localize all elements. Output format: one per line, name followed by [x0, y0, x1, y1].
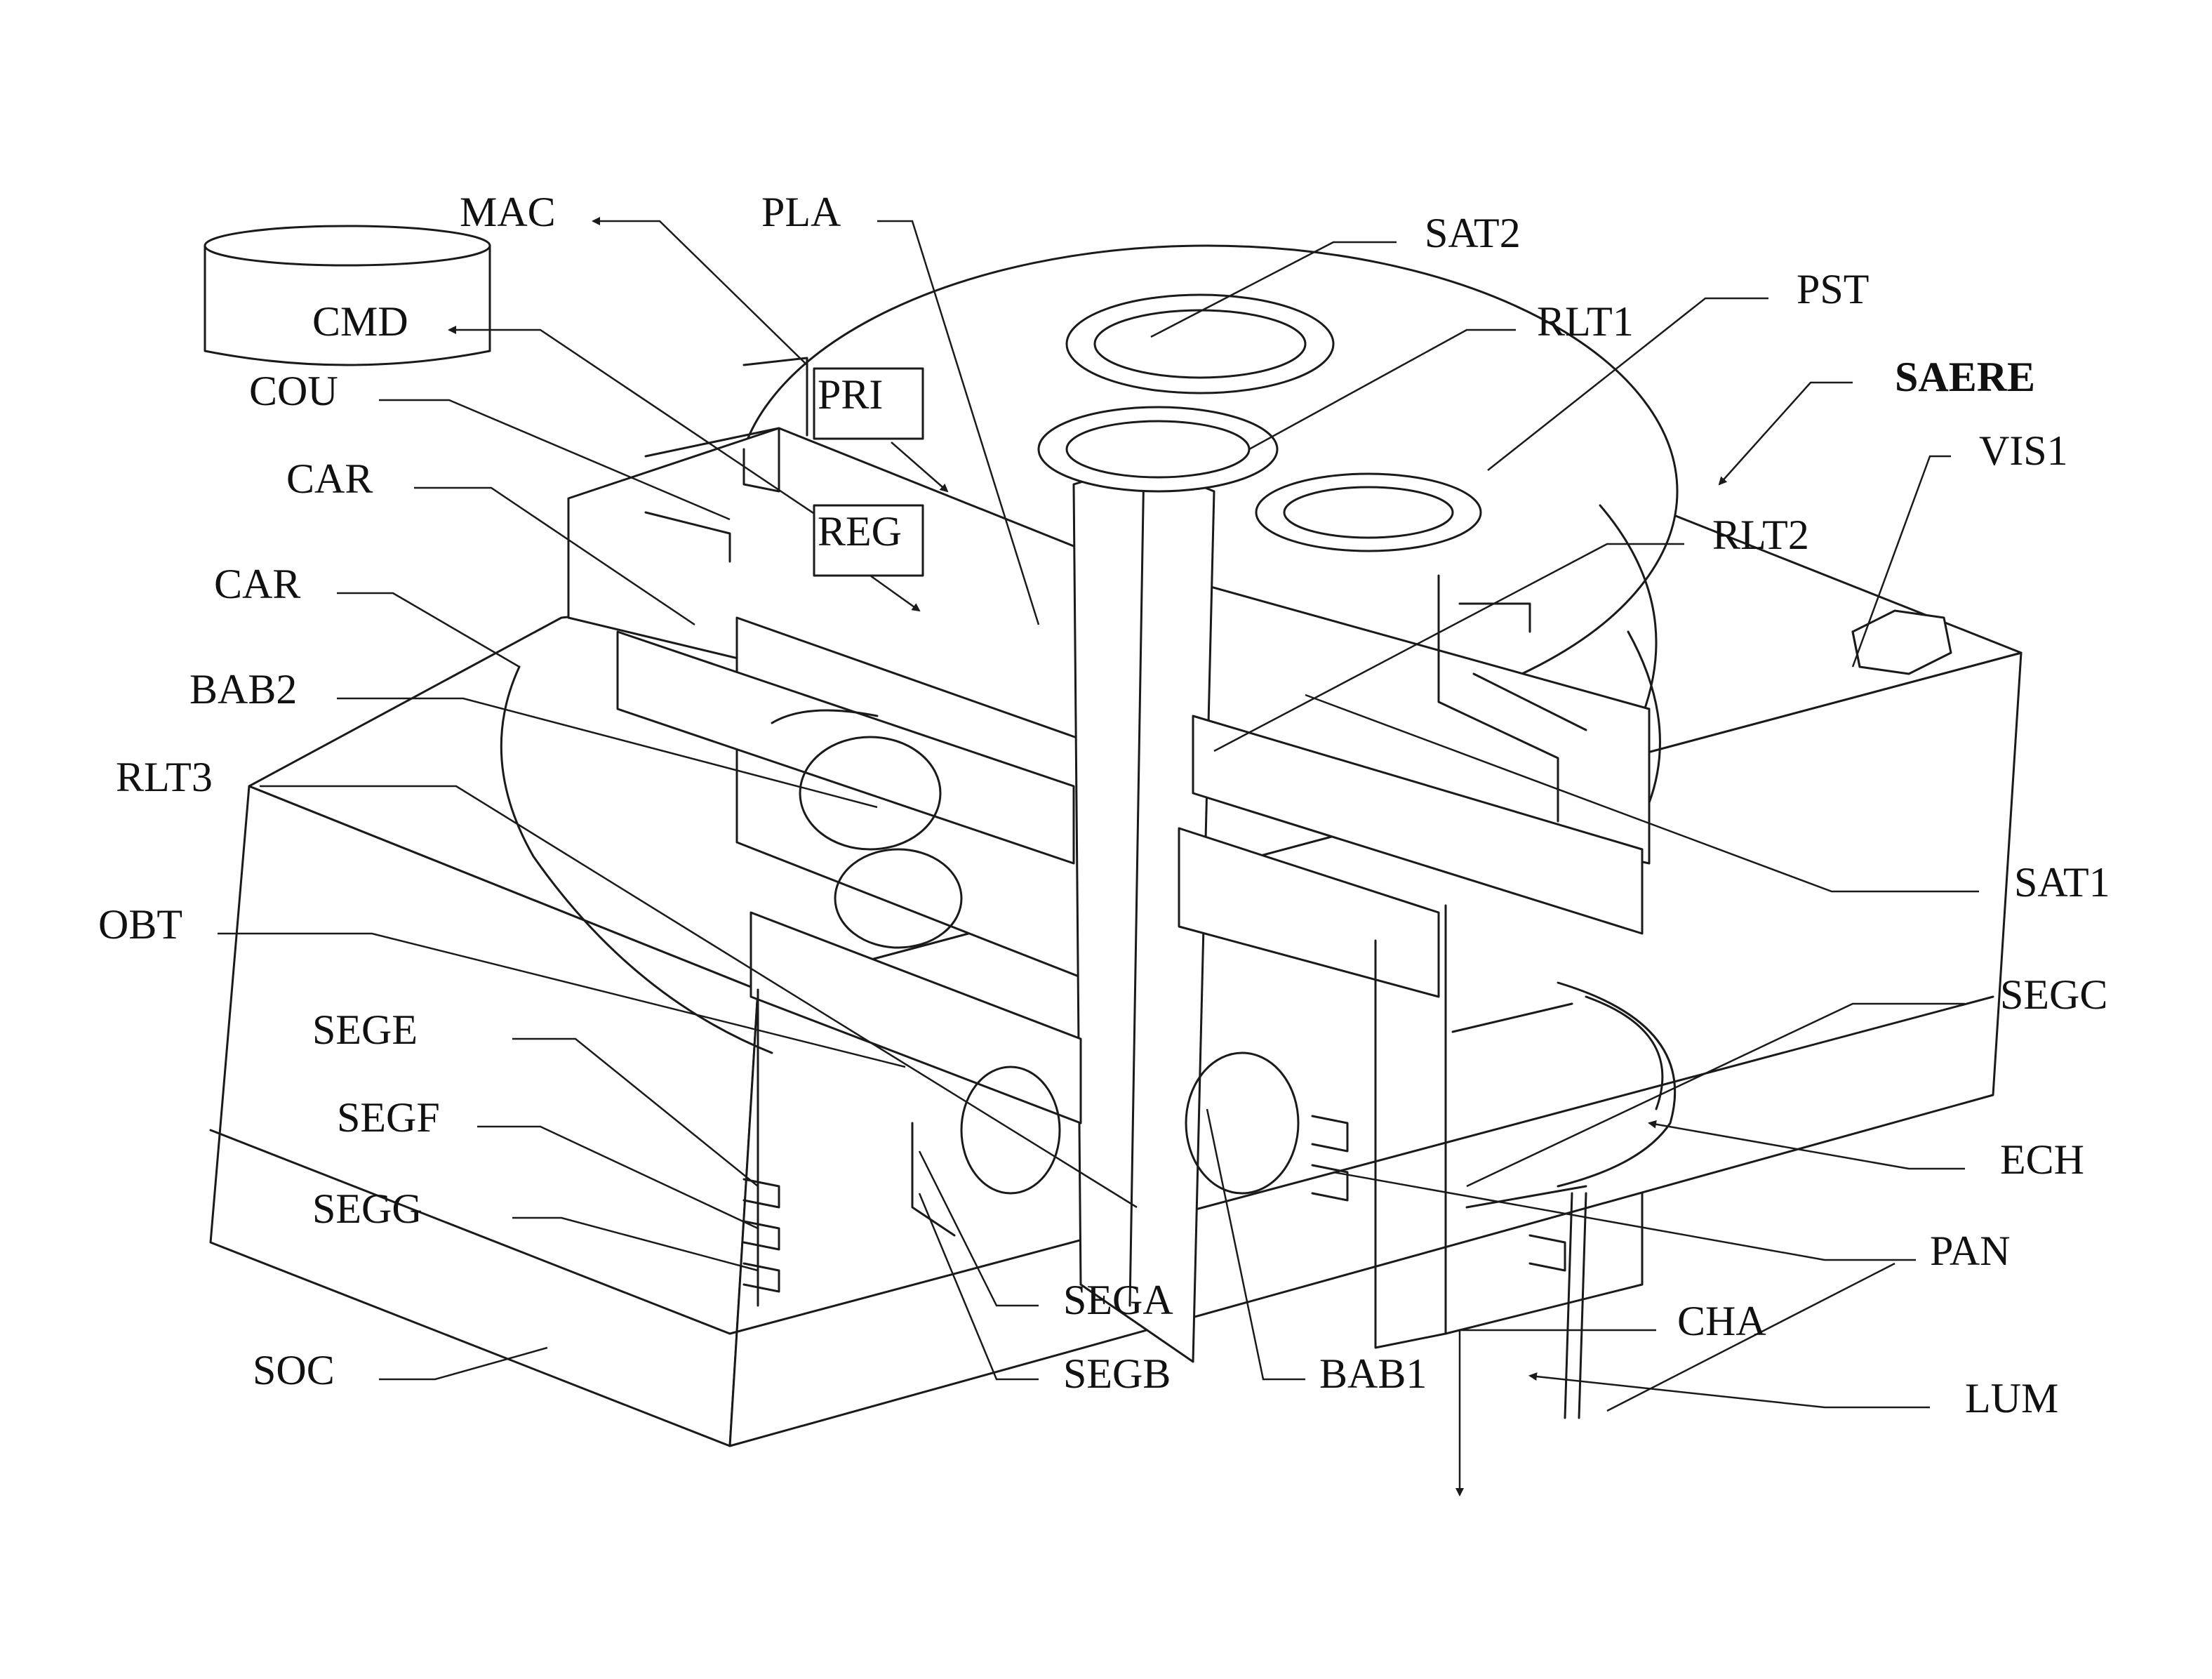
label-pst: PST: [1797, 266, 1869, 312]
label-sat1: SAT1: [2014, 859, 2110, 905]
label-sat2: SAT2: [1425, 210, 1521, 256]
label-segf: SEGF: [337, 1094, 440, 1141]
label-vis1: VIS1: [1979, 427, 2068, 474]
label-pri: PRI: [818, 371, 883, 418]
label-bab1: BAB1: [1319, 1350, 1427, 1397]
label-cmd: CMD: [312, 298, 408, 345]
label-bab2: BAB2: [189, 666, 297, 712]
label-rlt1: RLT1: [1537, 298, 1634, 345]
label-rlt3: RLT3: [116, 754, 213, 800]
label-segg: SEGG: [312, 1186, 422, 1232]
label-segb: SEGB: [1063, 1350, 1171, 1397]
label-saere: SAERE: [1895, 354, 2035, 400]
label-pan: PAN: [1930, 1228, 2011, 1274]
label-segc: SEGC: [2000, 971, 2107, 1018]
label-sege: SEGE: [312, 1007, 418, 1053]
label-rlt2: RLT2: [1712, 512, 1809, 558]
label-pla: PLA: [761, 189, 841, 235]
label-obt: OBT: [98, 901, 182, 948]
label-car-lower: CAR: [214, 561, 300, 607]
label-cha: CHA: [1677, 1298, 1766, 1344]
label-soc: SOC: [253, 1347, 335, 1393]
label-cou: COU: [249, 368, 338, 414]
label-sega: SEGA: [1063, 1277, 1173, 1323]
label-car-upper: CAR: [286, 456, 373, 502]
label-lum: LUM: [1965, 1375, 2058, 1421]
label-reg: REG: [818, 508, 902, 555]
label-mac: MAC: [460, 189, 556, 235]
label-ech: ECH: [2000, 1136, 2084, 1183]
